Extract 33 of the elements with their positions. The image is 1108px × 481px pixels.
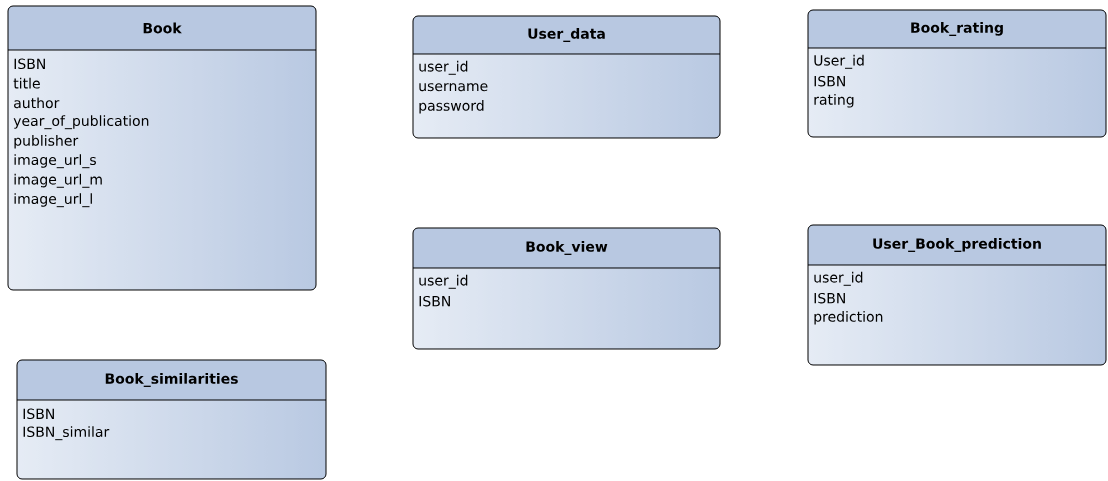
field-name: ISBN bbox=[419, 295, 450, 307]
field-name: user_id bbox=[814, 271, 863, 286]
table-box bbox=[412, 227, 721, 350]
table-box bbox=[807, 224, 1107, 366]
field-name: publisher bbox=[14, 135, 79, 149]
field-name: prediction bbox=[814, 311, 883, 325]
table-title: User_data bbox=[528, 28, 605, 42]
table-title: Book_rating bbox=[911, 22, 1003, 36]
field-name: ISBN bbox=[14, 58, 45, 70]
field-name: ISBN bbox=[814, 292, 845, 304]
field-name: User_id bbox=[814, 54, 864, 69]
table-title: Book_view bbox=[526, 241, 608, 255]
field-name: user_id bbox=[419, 60, 468, 75]
field-name: ISBN_similar bbox=[23, 426, 110, 441]
table-title: User_Book_prediction bbox=[873, 238, 1041, 252]
field-name: image_url_s bbox=[14, 154, 96, 169]
table-box bbox=[7, 5, 317, 291]
table-title: Book bbox=[143, 22, 182, 34]
field-name: ISBN bbox=[23, 408, 54, 420]
table-title: Book_similarities bbox=[105, 373, 238, 387]
field-name: image_url_m bbox=[14, 173, 102, 188]
table-box bbox=[807, 9, 1107, 138]
field-name: username bbox=[419, 83, 488, 92]
field-name: image_url_l bbox=[14, 193, 92, 208]
field-name: user_id bbox=[419, 274, 468, 289]
field-name: author bbox=[14, 97, 60, 109]
field-name: year_of_publication bbox=[13, 115, 149, 130]
field-name: title bbox=[13, 77, 40, 89]
table-box bbox=[16, 359, 327, 480]
field-name: rating bbox=[814, 94, 854, 108]
table-box bbox=[412, 15, 721, 139]
field-name: ISBN bbox=[814, 75, 845, 87]
field-name: password bbox=[419, 100, 484, 114]
